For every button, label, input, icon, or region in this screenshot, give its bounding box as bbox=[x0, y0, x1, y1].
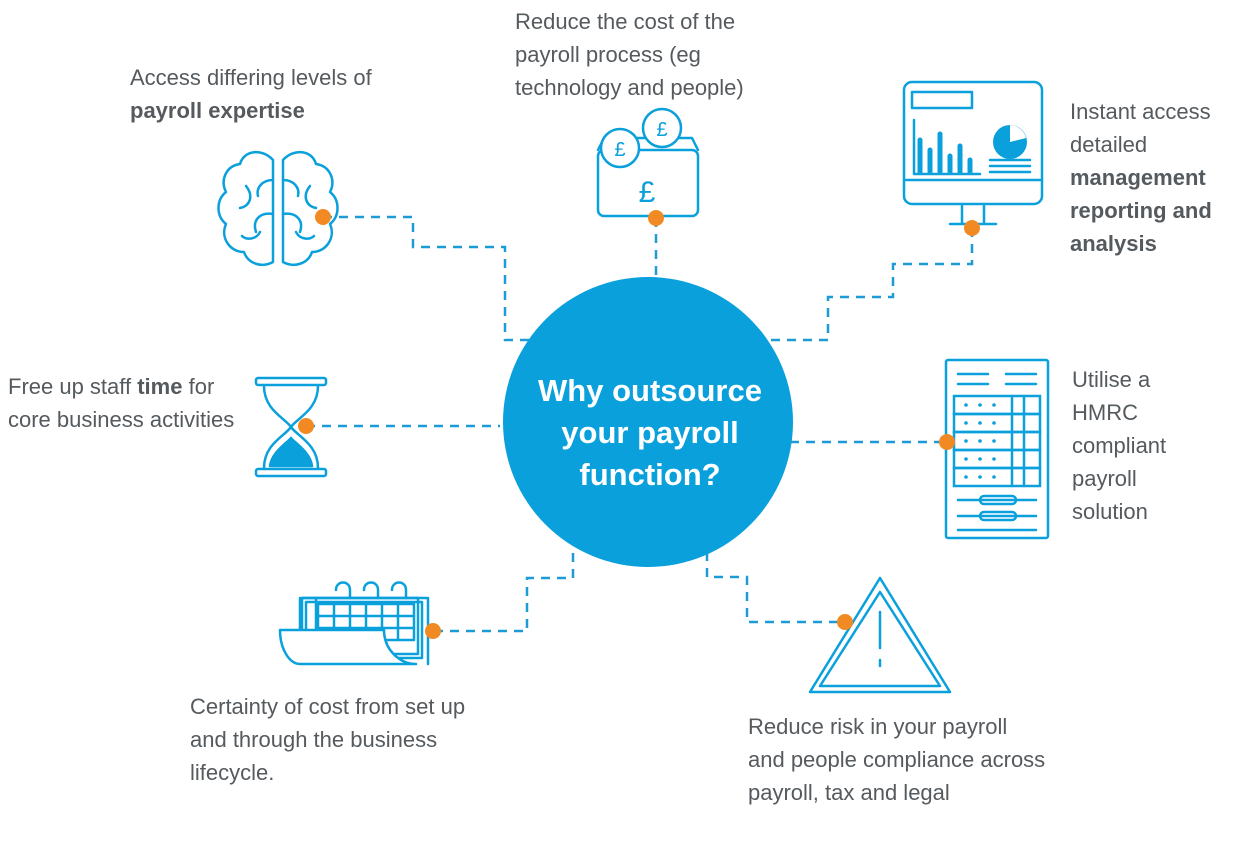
server-rack-icon bbox=[944, 358, 1050, 540]
dot-expertise bbox=[315, 209, 331, 225]
benefit-label-risk: Reduce risk in your payroll and people c… bbox=[748, 710, 1048, 809]
connector-certainty bbox=[433, 553, 575, 633]
brain-icon bbox=[217, 151, 339, 266]
svg-text:£: £ bbox=[639, 176, 656, 209]
benefit-text: Instant access detailed bbox=[1070, 99, 1211, 157]
benefit-text: Reduce risk in your payroll and people c… bbox=[748, 714, 1046, 805]
benefit-text-bold: management reporting and analysis bbox=[1070, 165, 1212, 256]
warning-triangle-icon bbox=[808, 576, 952, 694]
svg-text:£: £ bbox=[656, 119, 667, 141]
benefit-text-bold: time bbox=[137, 374, 183, 399]
pie-slice bbox=[1010, 125, 1026, 142]
connector-expertise bbox=[323, 215, 530, 342]
center-title: Why outsource your payroll function? bbox=[500, 370, 800, 496]
hourglass-icon bbox=[254, 376, 328, 478]
connector-risk bbox=[705, 552, 845, 624]
center-title-line: Why outsource bbox=[538, 373, 762, 408]
benefit-label-certainty: Certainty of cost from set up and throug… bbox=[190, 690, 480, 789]
benefit-text: Reduce the cost of the payroll process (… bbox=[515, 9, 744, 100]
center-title-line: function? bbox=[579, 457, 721, 492]
dot-time bbox=[298, 418, 314, 434]
benefit-text: Utilise a HMRC compliant payroll solutio… bbox=[1072, 367, 1167, 524]
center-hub-circle bbox=[503, 277, 793, 567]
benefit-label-hmrc: Utilise a HMRC compliant payroll solutio… bbox=[1072, 363, 1202, 528]
benefit-label-cost: Reduce the cost of the payroll process (… bbox=[515, 5, 805, 104]
benefit-label-time: Free up staff time for core business act… bbox=[8, 370, 238, 436]
benefit-text: Free up staff bbox=[8, 374, 132, 399]
server-rack-dots bbox=[964, 403, 996, 479]
monitor-dashboard-icon bbox=[902, 80, 1044, 226]
benefit-text: Access differing levels of bbox=[130, 65, 372, 90]
benefit-text-bold: payroll expertise bbox=[130, 98, 305, 123]
benefit-label-expertise: Access differing levels of payroll exper… bbox=[130, 61, 450, 127]
calendar-icon bbox=[278, 581, 430, 666]
center-title-line: your payroll bbox=[561, 415, 739, 450]
connector-reporting bbox=[768, 228, 974, 342]
benefit-text: Certainty of cost from set up and throug… bbox=[190, 694, 466, 785]
dot-cost bbox=[648, 210, 664, 226]
benefit-text: for core business activities bbox=[8, 374, 235, 432]
svg-text:£: £ bbox=[614, 139, 625, 161]
pound-coins-wallet-icon: £ £ £ bbox=[596, 107, 700, 218]
dot-hmrc bbox=[939, 434, 955, 450]
dot-certainty bbox=[425, 623, 441, 639]
dot-risk bbox=[837, 614, 853, 630]
dot-reporting bbox=[964, 220, 980, 236]
benefit-label-reporting: Instant access detailed management repor… bbox=[1070, 95, 1250, 260]
